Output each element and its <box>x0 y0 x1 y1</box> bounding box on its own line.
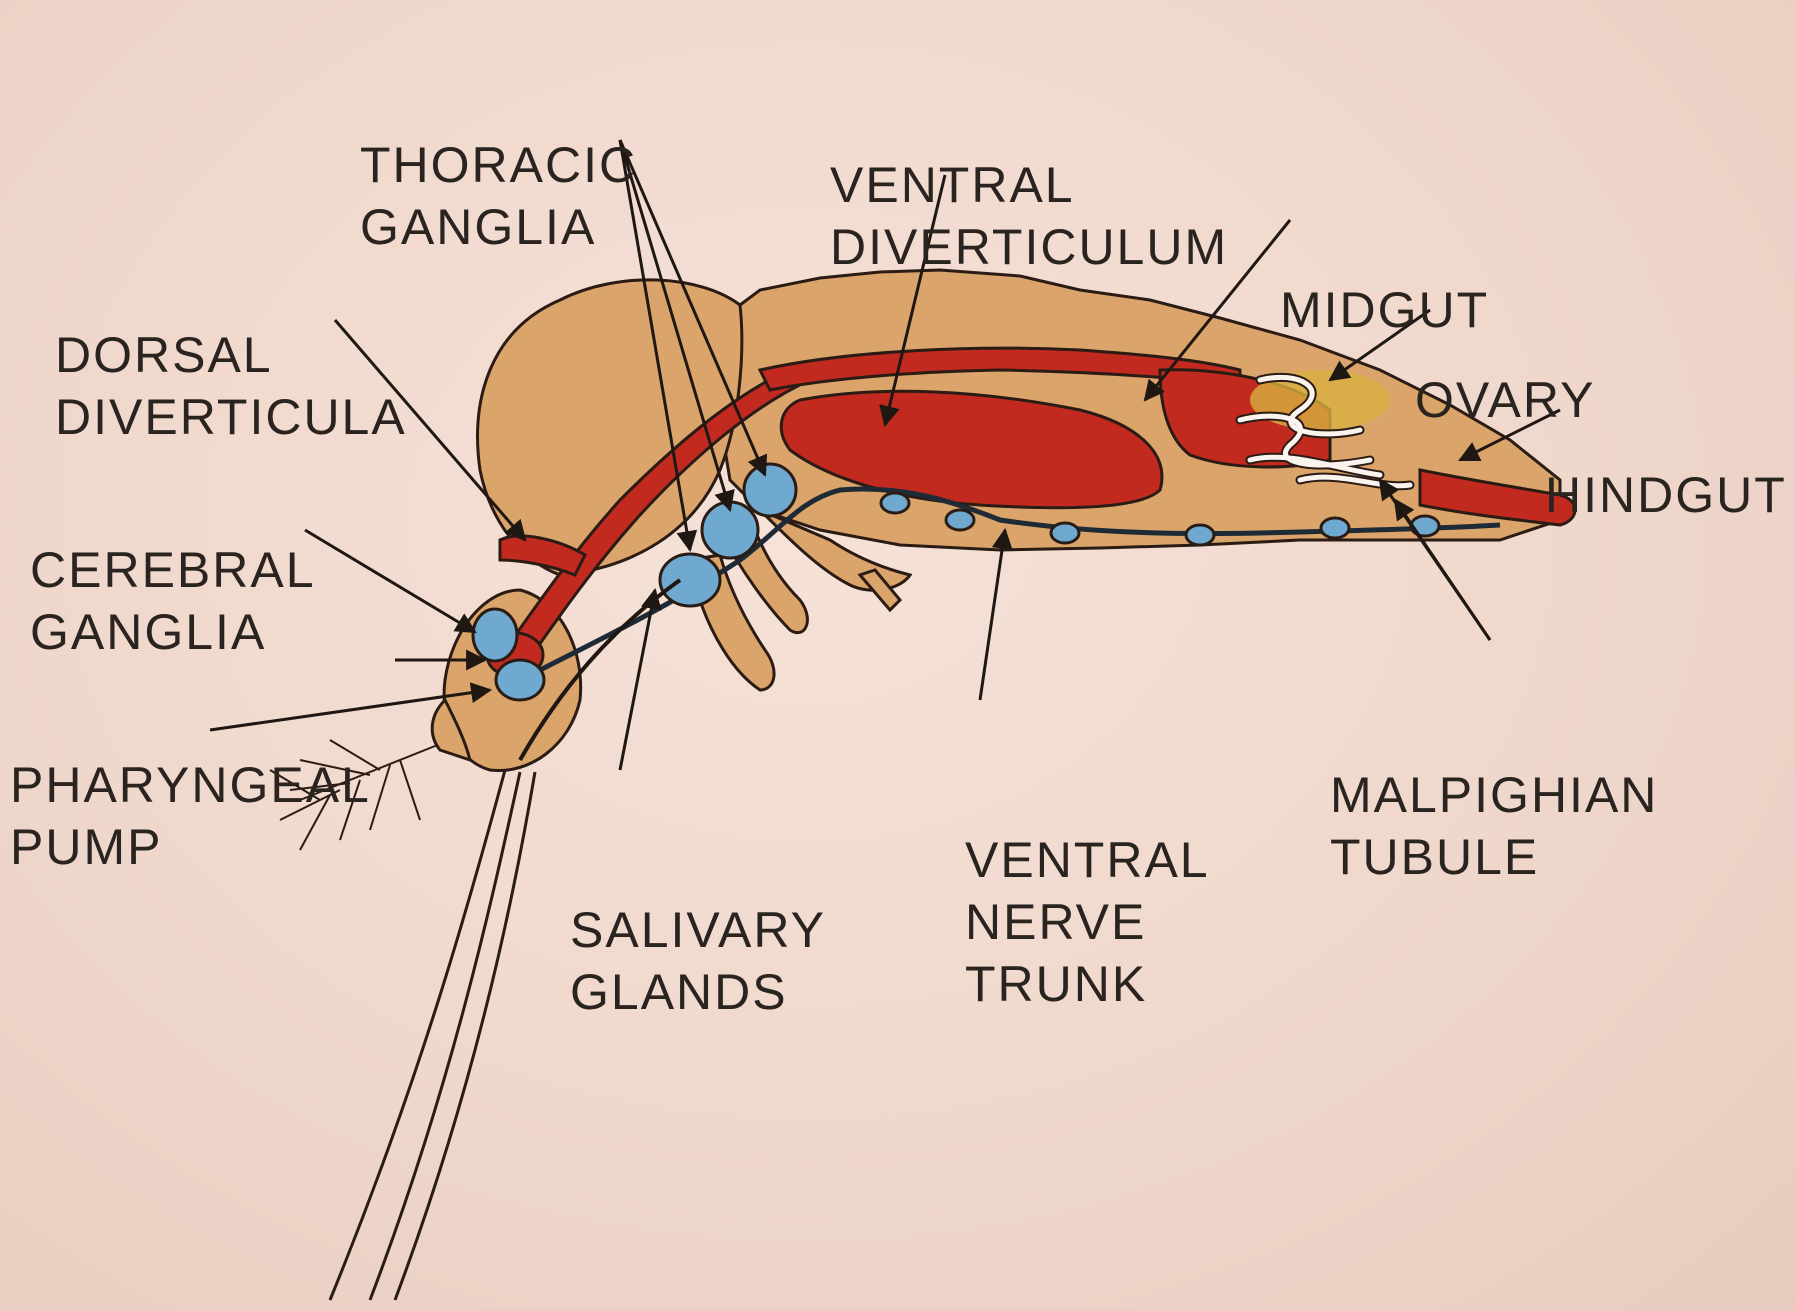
leader-salivary-glands <box>620 590 655 770</box>
leader-ventral-nerve-trunk <box>980 530 1005 700</box>
label-hindgut: HINDGUT <box>1545 340 1787 650</box>
